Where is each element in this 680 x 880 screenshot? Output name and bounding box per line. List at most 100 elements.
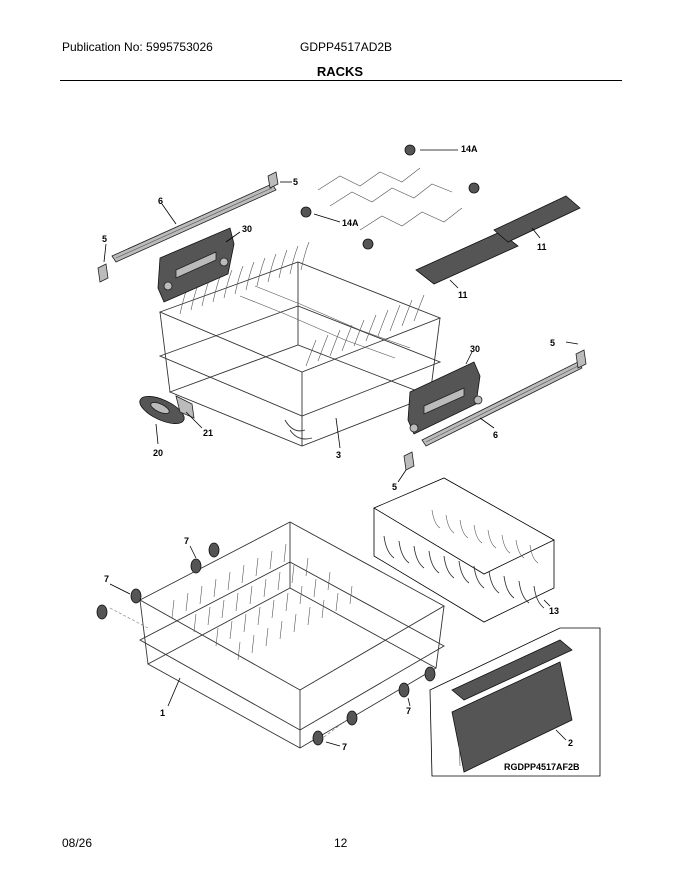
lower-rack	[109, 521, 445, 749]
tine-clip-b-left	[300, 206, 312, 218]
wire-tine	[398, 540, 410, 564]
callout-wheel-a: 7	[184, 536, 189, 546]
model-number: GDPP4517AD2B	[300, 40, 393, 54]
wire-tine	[365, 314, 377, 342]
nozzle-clip	[175, 395, 195, 419]
callout-stop-right-top: 5	[550, 338, 555, 348]
wire-tine	[245, 261, 255, 291]
callout-nozzle: 20	[153, 448, 163, 458]
wheel-pair-a	[190, 542, 220, 574]
callout-wheel-c: 7	[406, 706, 411, 716]
basket-box	[429, 627, 601, 777]
callout-cup-shelf-b: 11	[537, 242, 547, 252]
wire-tine	[237, 641, 241, 661]
wire-tine	[473, 565, 485, 589]
wire-tine	[459, 519, 469, 539]
wire-tine	[517, 682, 521, 739]
wire-tine	[383, 535, 395, 559]
callout-stop-left-bottom: 5	[102, 234, 107, 244]
wire-tine	[503, 575, 515, 599]
wire-tine	[265, 627, 269, 647]
wire-tine	[317, 334, 329, 362]
tine-clip-assembly	[300, 144, 480, 250]
wire-tine	[313, 578, 317, 598]
wire-tine	[291, 564, 295, 584]
wire-tine	[501, 534, 511, 554]
wire-tine	[277, 571, 281, 591]
wire-tine	[473, 524, 483, 544]
wire-tine	[529, 544, 539, 564]
callout-adjuster-left: 30	[242, 224, 252, 234]
callout-stop-left-top: 5	[293, 177, 298, 187]
wire-tine	[335, 592, 339, 612]
wire-tine	[305, 339, 317, 367]
wire-tine	[241, 564, 245, 584]
wire-tine	[215, 627, 219, 647]
wire-tine	[283, 543, 287, 563]
wire-tine	[279, 620, 283, 640]
wire-tine	[488, 570, 500, 594]
nozzle	[139, 395, 185, 425]
wire-tine	[199, 585, 203, 605]
wire-tine	[256, 257, 266, 287]
wire-tine	[251, 634, 255, 654]
publication-number: Publication No: 5995753026	[62, 40, 213, 54]
wire-tine	[505, 687, 509, 745]
wheel-pair-c	[398, 666, 436, 698]
callout-rail-right: 6	[493, 430, 498, 440]
wire-tine	[223, 269, 233, 299]
stop-left-top	[267, 171, 279, 189]
callout-tine-row: 13	[549, 606, 559, 616]
rail-right	[421, 361, 583, 447]
wire-tine	[293, 613, 297, 633]
wire-tine	[300, 241, 310, 271]
wire-tine	[227, 571, 231, 591]
wire-tine	[377, 309, 389, 337]
wire-tine	[515, 539, 525, 559]
wire-tine	[193, 613, 197, 633]
wire-tine	[269, 550, 273, 570]
wire-tine	[299, 585, 303, 605]
wire-tine	[487, 529, 497, 549]
wire-tine	[185, 592, 189, 612]
wire-tine	[518, 580, 530, 604]
wire-tine	[221, 599, 225, 619]
wire-tine	[285, 592, 289, 612]
wire-tine	[235, 592, 239, 612]
wire-tine	[533, 585, 545, 609]
tine-row-box	[373, 477, 555, 623]
callout-upper-rack: 3	[336, 450, 341, 460]
wire-tine	[321, 599, 325, 619]
callout-lower-rack: 1	[160, 708, 165, 718]
wire-tine	[289, 245, 299, 275]
wire-tine	[271, 599, 275, 619]
callout-basket: 2	[568, 738, 573, 748]
wire-tine	[493, 693, 497, 750]
wire-tine	[207, 606, 211, 626]
wire-tine	[278, 249, 288, 279]
wire-tine	[389, 304, 401, 332]
callout-rail-left: 6	[158, 196, 163, 206]
page-number: 12	[334, 836, 348, 850]
wire-tine	[307, 606, 311, 626]
wire-tine	[469, 704, 473, 761]
wire-tine	[413, 294, 425, 322]
wire-tine	[529, 676, 533, 734]
callout-wheel-d: 7	[342, 742, 347, 752]
wire-tine	[255, 557, 259, 577]
tine-clip-a-top	[404, 144, 416, 156]
wire-tine	[341, 324, 353, 352]
cup-shelf-a	[415, 231, 519, 285]
wire-tine	[329, 329, 341, 357]
callout-adjuster-right: 30	[470, 344, 480, 354]
wire-tine	[213, 578, 217, 598]
wire-tine	[541, 671, 545, 728]
wire-tine	[431, 509, 441, 529]
wire-tine	[327, 571, 331, 591]
wire-tine	[413, 545, 425, 569]
wire-tine	[234, 265, 244, 295]
tine-clip-a-right	[468, 182, 480, 194]
callout-tine-clip-a: 14A	[461, 144, 478, 154]
callout-nozzle-clip: 21	[203, 428, 213, 438]
